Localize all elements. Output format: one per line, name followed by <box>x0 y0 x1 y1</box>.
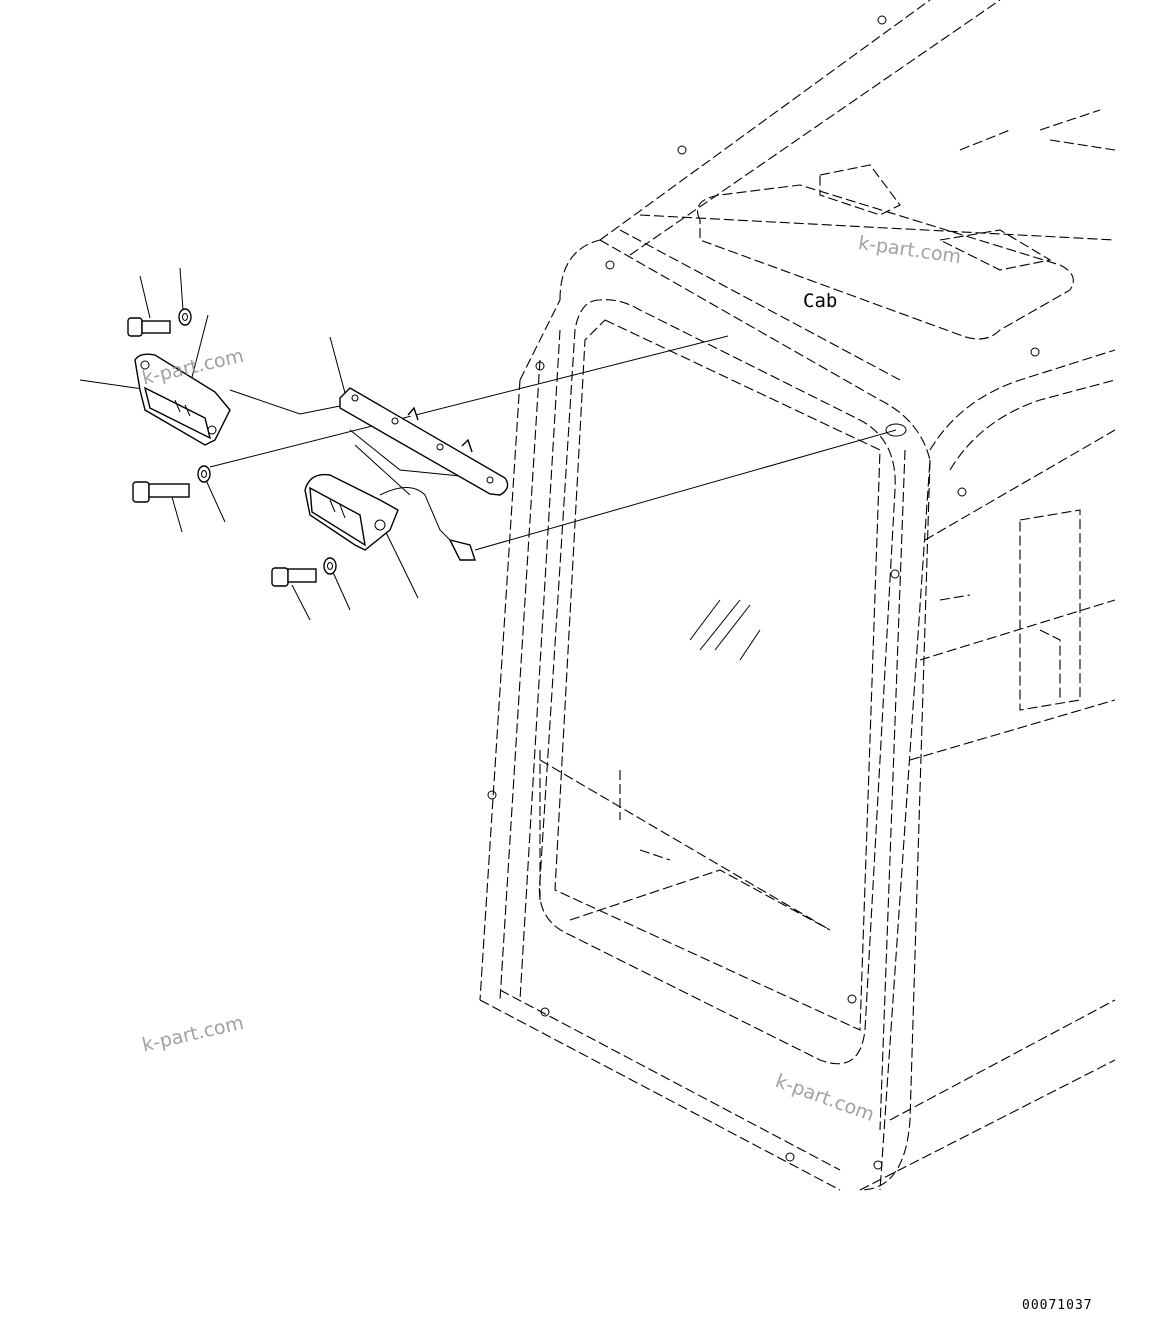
drawing-number: 00071037 <box>1022 1298 1093 1313</box>
fasteners <box>127 308 337 587</box>
washer <box>197 465 211 483</box>
work-lamp-upper <box>134 353 231 446</box>
work-lamp-lower <box>304 473 476 561</box>
washer <box>178 308 192 326</box>
washer <box>323 557 337 575</box>
cab-label: Cab <box>803 290 838 312</box>
bolt <box>132 481 190 503</box>
lamp-bracket <box>339 387 509 496</box>
bolt <box>127 317 171 337</box>
cab-frame <box>479 0 1116 1191</box>
bolt <box>271 567 317 587</box>
